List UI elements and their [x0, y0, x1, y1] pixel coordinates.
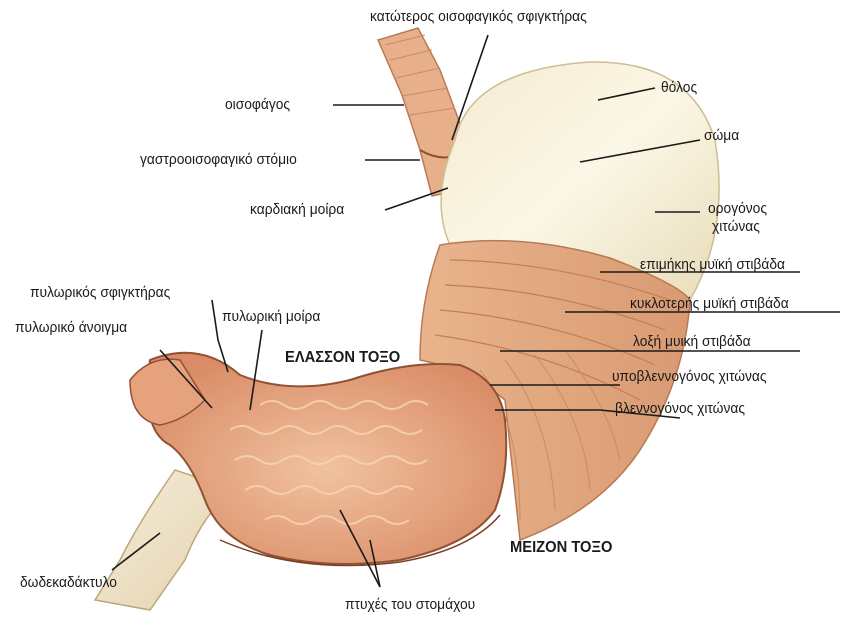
label-gastric-folds: πτυχές του στομάχου — [345, 596, 475, 614]
leader-cardiac-part — [385, 188, 448, 210]
label-duodenum: δωδεκαδάκτυλο — [20, 574, 117, 592]
label-serosa-line2: χιτώνας — [712, 218, 760, 236]
label-body: σώμα — [704, 127, 739, 145]
label-pyloric-sphincter: πυλωρικός σφιγκτήρας — [30, 284, 170, 302]
label-pyloric-part: πυλωρική μοίρα — [222, 308, 320, 326]
label-lower-esophageal-sphincter: κατώτερος οισοφαγικός σφιγκτήρας — [370, 8, 587, 26]
label-circular-layer: κυκλοτερής μυϊκή στιβάδα — [630, 295, 789, 313]
label-esophagus: οισοφάγος — [225, 96, 290, 114]
label-longitudinal-layer: επιμήκης μυϊκή στιβάδα — [640, 256, 785, 274]
label-lesser-curvature: ΕΛΑΣΣΟΝ ΤΟΞΟ — [285, 349, 400, 367]
label-submucosa: υποβλεννογόνος χιτώνας — [612, 368, 767, 386]
label-greater-curvature: ΜΕΙΖΟΝ ΤΟΞΟ — [510, 539, 612, 557]
label-oblique-layer: λοξή μυική στιβάδα — [633, 333, 751, 351]
label-cardiac-part: καρδιακή μοίρα — [250, 201, 344, 219]
label-fundus: θόλος — [661, 79, 697, 97]
label-serosa-line1: ορογόνος — [708, 200, 767, 218]
label-mucosa: βλεννογόνος χιτώνας — [615, 400, 745, 418]
label-pyloric-orifice: πυλωρικό άνοιγμα — [15, 319, 127, 337]
label-gastroesophageal-orifice: γαστροοισοφαγικό στόμιο — [140, 151, 297, 169]
